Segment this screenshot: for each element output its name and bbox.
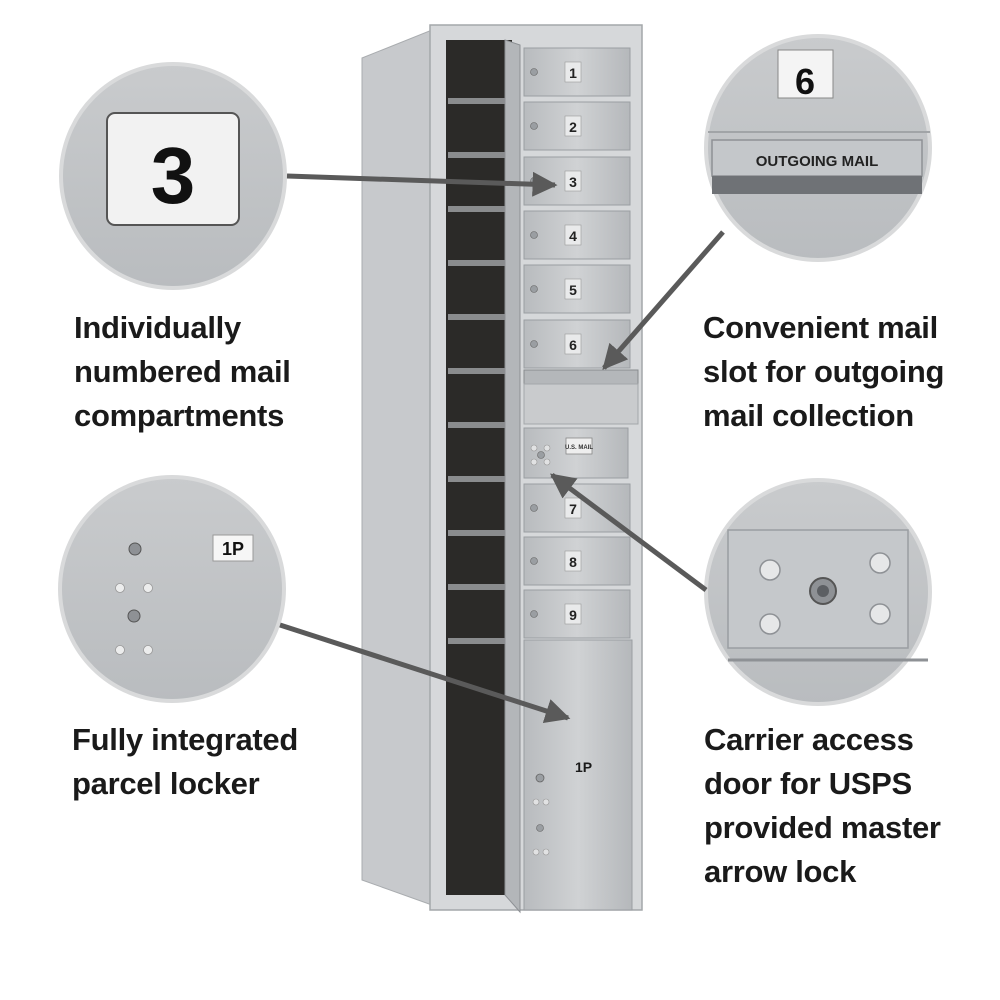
compartment-door (523, 536, 631, 586)
callout-slot-box-number: 6 (795, 61, 815, 102)
compartment-number-plate (564, 224, 582, 246)
interior-shelves (448, 98, 508, 644)
rivet-icon (532, 798, 540, 806)
callout-compartment-number: 3 (151, 131, 196, 220)
compartment-number: 6 (569, 337, 577, 353)
compartment-number-plate (564, 333, 582, 355)
rivet-icon (543, 444, 551, 452)
interior-shelf (448, 530, 508, 536)
compartment-number-plate (564, 550, 582, 572)
interior-shelf (448, 476, 508, 482)
callout-outgoing-slot: 6 OUTGOING MAIL (704, 34, 932, 262)
lock-icon (530, 285, 538, 293)
callout-slot-label: OUTGOING MAIL (756, 153, 879, 170)
callout-parcel-label: 1P (222, 539, 244, 559)
lock-icon (128, 542, 142, 556)
arrow-to-slot (602, 230, 725, 370)
rivet-icon (115, 645, 125, 655)
arrow-to-parcel (279, 622, 571, 723)
interior-shelf (448, 368, 508, 374)
compartment-number-plate (564, 170, 582, 192)
callout-carrier-door (704, 478, 932, 706)
carrier-door-label-plate (565, 437, 593, 455)
interior-shelf (448, 422, 508, 428)
lock-icon (530, 68, 538, 76)
parcel-locker-label: 1P (575, 759, 592, 775)
rivet-icon (759, 613, 781, 635)
lock-icon (530, 122, 538, 130)
lock-icon (530, 340, 538, 348)
rivet-icon (542, 798, 550, 806)
rivet-icon (869, 552, 891, 574)
lock-icon (127, 609, 141, 623)
interior-shelf (448, 98, 508, 104)
compartment-number-plate (564, 115, 582, 137)
compartment-number: 5 (569, 282, 577, 298)
lock-icon (530, 504, 538, 512)
lock-icon (530, 231, 538, 239)
rivet-icon (532, 848, 540, 856)
slot-panel (523, 383, 639, 425)
interior-shelf (448, 152, 508, 158)
compartment-number: 7 (569, 501, 577, 517)
compartment-number: 3 (569, 174, 577, 190)
compartment-number-plate (564, 603, 582, 625)
compartment-number: 8 (569, 554, 577, 570)
rivet-icon (542, 848, 550, 856)
rivet-icon (530, 458, 538, 466)
master-door-edge (504, 39, 521, 914)
lock-icon (535, 773, 545, 783)
rivet-icon (143, 645, 153, 655)
interior-shelf (448, 260, 508, 266)
lock-icon (537, 451, 545, 459)
rivet-icon (530, 444, 538, 452)
caption-outgoing-slot: Convenient mail slot for outgoing mail c… (703, 310, 945, 433)
compartment-number-plate (564, 278, 582, 300)
compartment-doors: 1 2 3 4 5 6 7 8 9 (523, 47, 631, 639)
lock-icon (536, 824, 544, 832)
rivet-icon (115, 583, 125, 593)
caption-numbered-compartments: Individually numbered mail compartments (74, 310, 291, 433)
compartment-number: 2 (569, 119, 577, 135)
interior-shelf (448, 638, 508, 644)
callout-parcel-locker: 1P (58, 475, 286, 703)
carrier-door-label: U.S. MAIL (565, 445, 593, 451)
outgoing-mail-slot (523, 369, 639, 385)
rivet-icon (759, 559, 781, 581)
rivet-icon (543, 458, 551, 466)
lock-icon (530, 610, 538, 618)
caption-carrier-door: Carrier access door for USPS provided ma… (704, 722, 941, 889)
compartment-number: 9 (569, 607, 577, 623)
cabinet-side-panel (361, 29, 433, 906)
compartment-number: 1 (569, 65, 577, 81)
callout-numbered-compartment: 3 (59, 62, 287, 290)
lock-icon (530, 557, 538, 565)
cabinet-interior (446, 40, 512, 895)
interior-shelf (448, 314, 508, 320)
caption-parcel-locker: Fully integrated parcel locker (72, 722, 299, 801)
compartment-number: 4 (569, 228, 577, 244)
arrow-to-carrier-door (549, 472, 708, 593)
rivet-icon (869, 603, 891, 625)
interior-shelf (448, 206, 508, 212)
arrow-to-compartment (286, 171, 558, 197)
interior-shelf (448, 584, 508, 590)
rivet-icon (143, 583, 153, 593)
compartment-number-plate (564, 61, 582, 83)
